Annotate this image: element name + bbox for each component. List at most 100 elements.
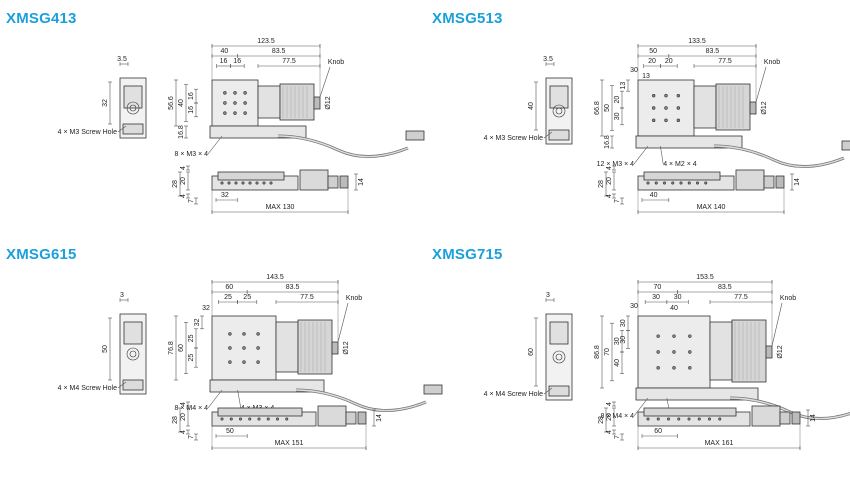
stage-hole [656, 334, 660, 338]
stage-hole [688, 366, 692, 370]
dimension-label: 3 [546, 292, 550, 299]
screw-hole-label: 4 × M4 Screw Hole [484, 391, 543, 398]
dimension-label: 16.8 [604, 135, 611, 149]
dimension-label: 153.5 [696, 274, 714, 281]
stage-hole [242, 346, 246, 350]
knob [765, 345, 773, 359]
dimension-label: 60 [654, 428, 662, 435]
front-knob [339, 175, 349, 189]
stage-hole [676, 106, 681, 110]
front-ball [704, 181, 708, 185]
screw-hole-label: 4 × M4 Screw Hole [58, 385, 117, 392]
gear-housing [693, 85, 717, 129]
knob-diameter-label: Ø12 [343, 341, 350, 354]
dimension-label: 30 [630, 67, 638, 74]
front-ball [687, 417, 691, 421]
stage-hole [688, 334, 692, 338]
front-rail [217, 407, 303, 417]
side-view-knob-inner [129, 104, 137, 112]
stage-hole [676, 93, 681, 98]
dimension-label: 4 [606, 194, 613, 198]
motor-body [279, 83, 315, 121]
side-view-knob-circle [126, 101, 140, 115]
gear-housing [709, 321, 733, 381]
stage-hole [651, 93, 656, 98]
motor-body [715, 83, 751, 131]
gear-housing [275, 321, 299, 373]
front-ball [285, 417, 289, 421]
stage-hole [233, 111, 237, 115]
dimension-label: 30 [630, 303, 638, 310]
front-motor [751, 405, 781, 427]
dimension-label: MAX 161 [705, 440, 734, 447]
dimension-label: 50 [649, 48, 657, 55]
stage-hole [651, 118, 656, 123]
dimension-label: 4 [606, 402, 613, 406]
front-motor [299, 169, 329, 191]
dimension-label: 30 [614, 337, 621, 345]
side-view-block [549, 321, 569, 345]
dimension-label: 76.8 [168, 341, 175, 355]
dimension-label: 16 [188, 92, 195, 100]
knob-diameter-label: Ø12 [777, 345, 784, 358]
dimension-label: 20 [606, 413, 613, 421]
front-ball [257, 417, 261, 421]
side-view-knob-circle [126, 347, 140, 361]
front-ball [718, 417, 722, 421]
dimension-label: 14 [376, 414, 383, 422]
dimension-label: 60 [178, 344, 185, 352]
dimension-label: 7 [188, 199, 195, 203]
front-ball [227, 181, 231, 185]
side-view-bracket [548, 385, 570, 397]
dimension-label: 4 [180, 194, 187, 198]
front-rail [217, 171, 285, 181]
side-view-bracket [548, 129, 570, 141]
stage-hole [243, 91, 247, 95]
dimension-label: 40 [221, 48, 229, 55]
leader-line [543, 131, 553, 139]
dimension-label: 40 [178, 99, 185, 107]
dimension-label: 16.8 [178, 125, 185, 139]
stage-base [209, 379, 325, 393]
tap-label: 8 × M4 × 4 [175, 405, 209, 412]
knob-label: Knob [346, 295, 362, 302]
dimension-label: 25 [188, 334, 195, 342]
dimension-label: 20 [614, 96, 621, 104]
dimension-label: 16 [220, 58, 228, 65]
dimension-label: 83.5 [272, 48, 286, 55]
cable-highlight [295, 389, 427, 412]
knob-label: Knob [780, 295, 796, 302]
leader-line [633, 397, 649, 417]
dimension-label: 77.5 [300, 294, 314, 301]
front-ball [677, 417, 681, 421]
connector [841, 140, 850, 151]
panel-title-xmsg513: XMSG513 [432, 10, 503, 27]
dimension-label: 30 [620, 319, 627, 327]
screw-hole-label: 4 × M3 Screw Hole [58, 129, 117, 136]
knob [313, 96, 321, 110]
stage-hole [223, 101, 227, 105]
tap-label: 12 × M3 × 4 [597, 161, 634, 168]
stage-hole [228, 346, 232, 350]
front-ball [255, 181, 259, 185]
dimension-label: 3.5 [117, 56, 127, 63]
dimension-label: 86.8 [594, 345, 601, 359]
front-knob [791, 411, 801, 425]
dimension-label: 4 [180, 166, 187, 170]
front-ball [266, 417, 270, 421]
knob-label: Knob [328, 59, 344, 66]
side-view-knob-inner [555, 353, 563, 361]
dimension-label: 40 [650, 192, 658, 199]
side-view-bracket [122, 123, 144, 135]
dimension-label: 32 [194, 318, 201, 326]
dimension-label: 28 [172, 180, 179, 188]
dimension-label: 25 [224, 294, 232, 301]
